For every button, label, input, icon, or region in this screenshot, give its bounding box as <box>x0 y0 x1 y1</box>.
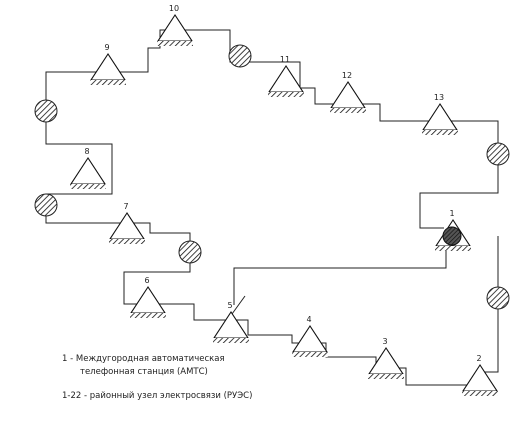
node-label: 8 <box>84 147 89 156</box>
node-label: 3 <box>382 337 387 346</box>
branch-cable <box>233 246 447 305</box>
triangle-node-icon: 9 <box>89 43 127 85</box>
triangle-node-icon: 6 <box>129 276 167 318</box>
ring-cable <box>45 29 499 386</box>
node-label: 11 <box>280 55 290 64</box>
triangle-node-icon: 2 <box>461 354 499 396</box>
node-label: 1 <box>449 209 454 218</box>
node-label: 2 <box>476 354 481 363</box>
triangle-node-icon: 3 <box>367 337 405 379</box>
triangle-node-icon: 8 <box>69 147 107 189</box>
legend-line-2: телефонная станция (АМТС) <box>80 367 208 377</box>
node-label: 12 <box>342 71 352 80</box>
node-label: 5 <box>227 301 232 310</box>
node-label: 7 <box>123 202 128 211</box>
triangle-node-icon: 4 <box>291 315 329 357</box>
legend-line-3: 1-22 - районный узел электросвязи (РУЭС) <box>62 391 253 401</box>
triangle-node-icon: 11 <box>267 55 305 97</box>
triangle-node-icon: 5 <box>212 301 250 343</box>
node-label: 10 <box>169 4 179 13</box>
node-label: 4 <box>306 315 311 324</box>
hatched-triangle-exchange-icon: 1 <box>434 209 472 251</box>
branch-cable <box>231 295 246 315</box>
repeater-icon <box>34 44 510 310</box>
node-label: 9 <box>104 43 109 52</box>
triangle-node-icon: 12 <box>329 71 367 113</box>
triangle-node-icon: 13 <box>421 93 459 135</box>
triangle-node-icon: 10 <box>156 4 194 46</box>
legend-line-1: 1 - Междугородная автоматическая <box>62 354 225 364</box>
node-label: 13 <box>434 93 444 102</box>
triangle-node-icon: 7 <box>108 202 146 244</box>
node-label: 6 <box>144 276 149 285</box>
